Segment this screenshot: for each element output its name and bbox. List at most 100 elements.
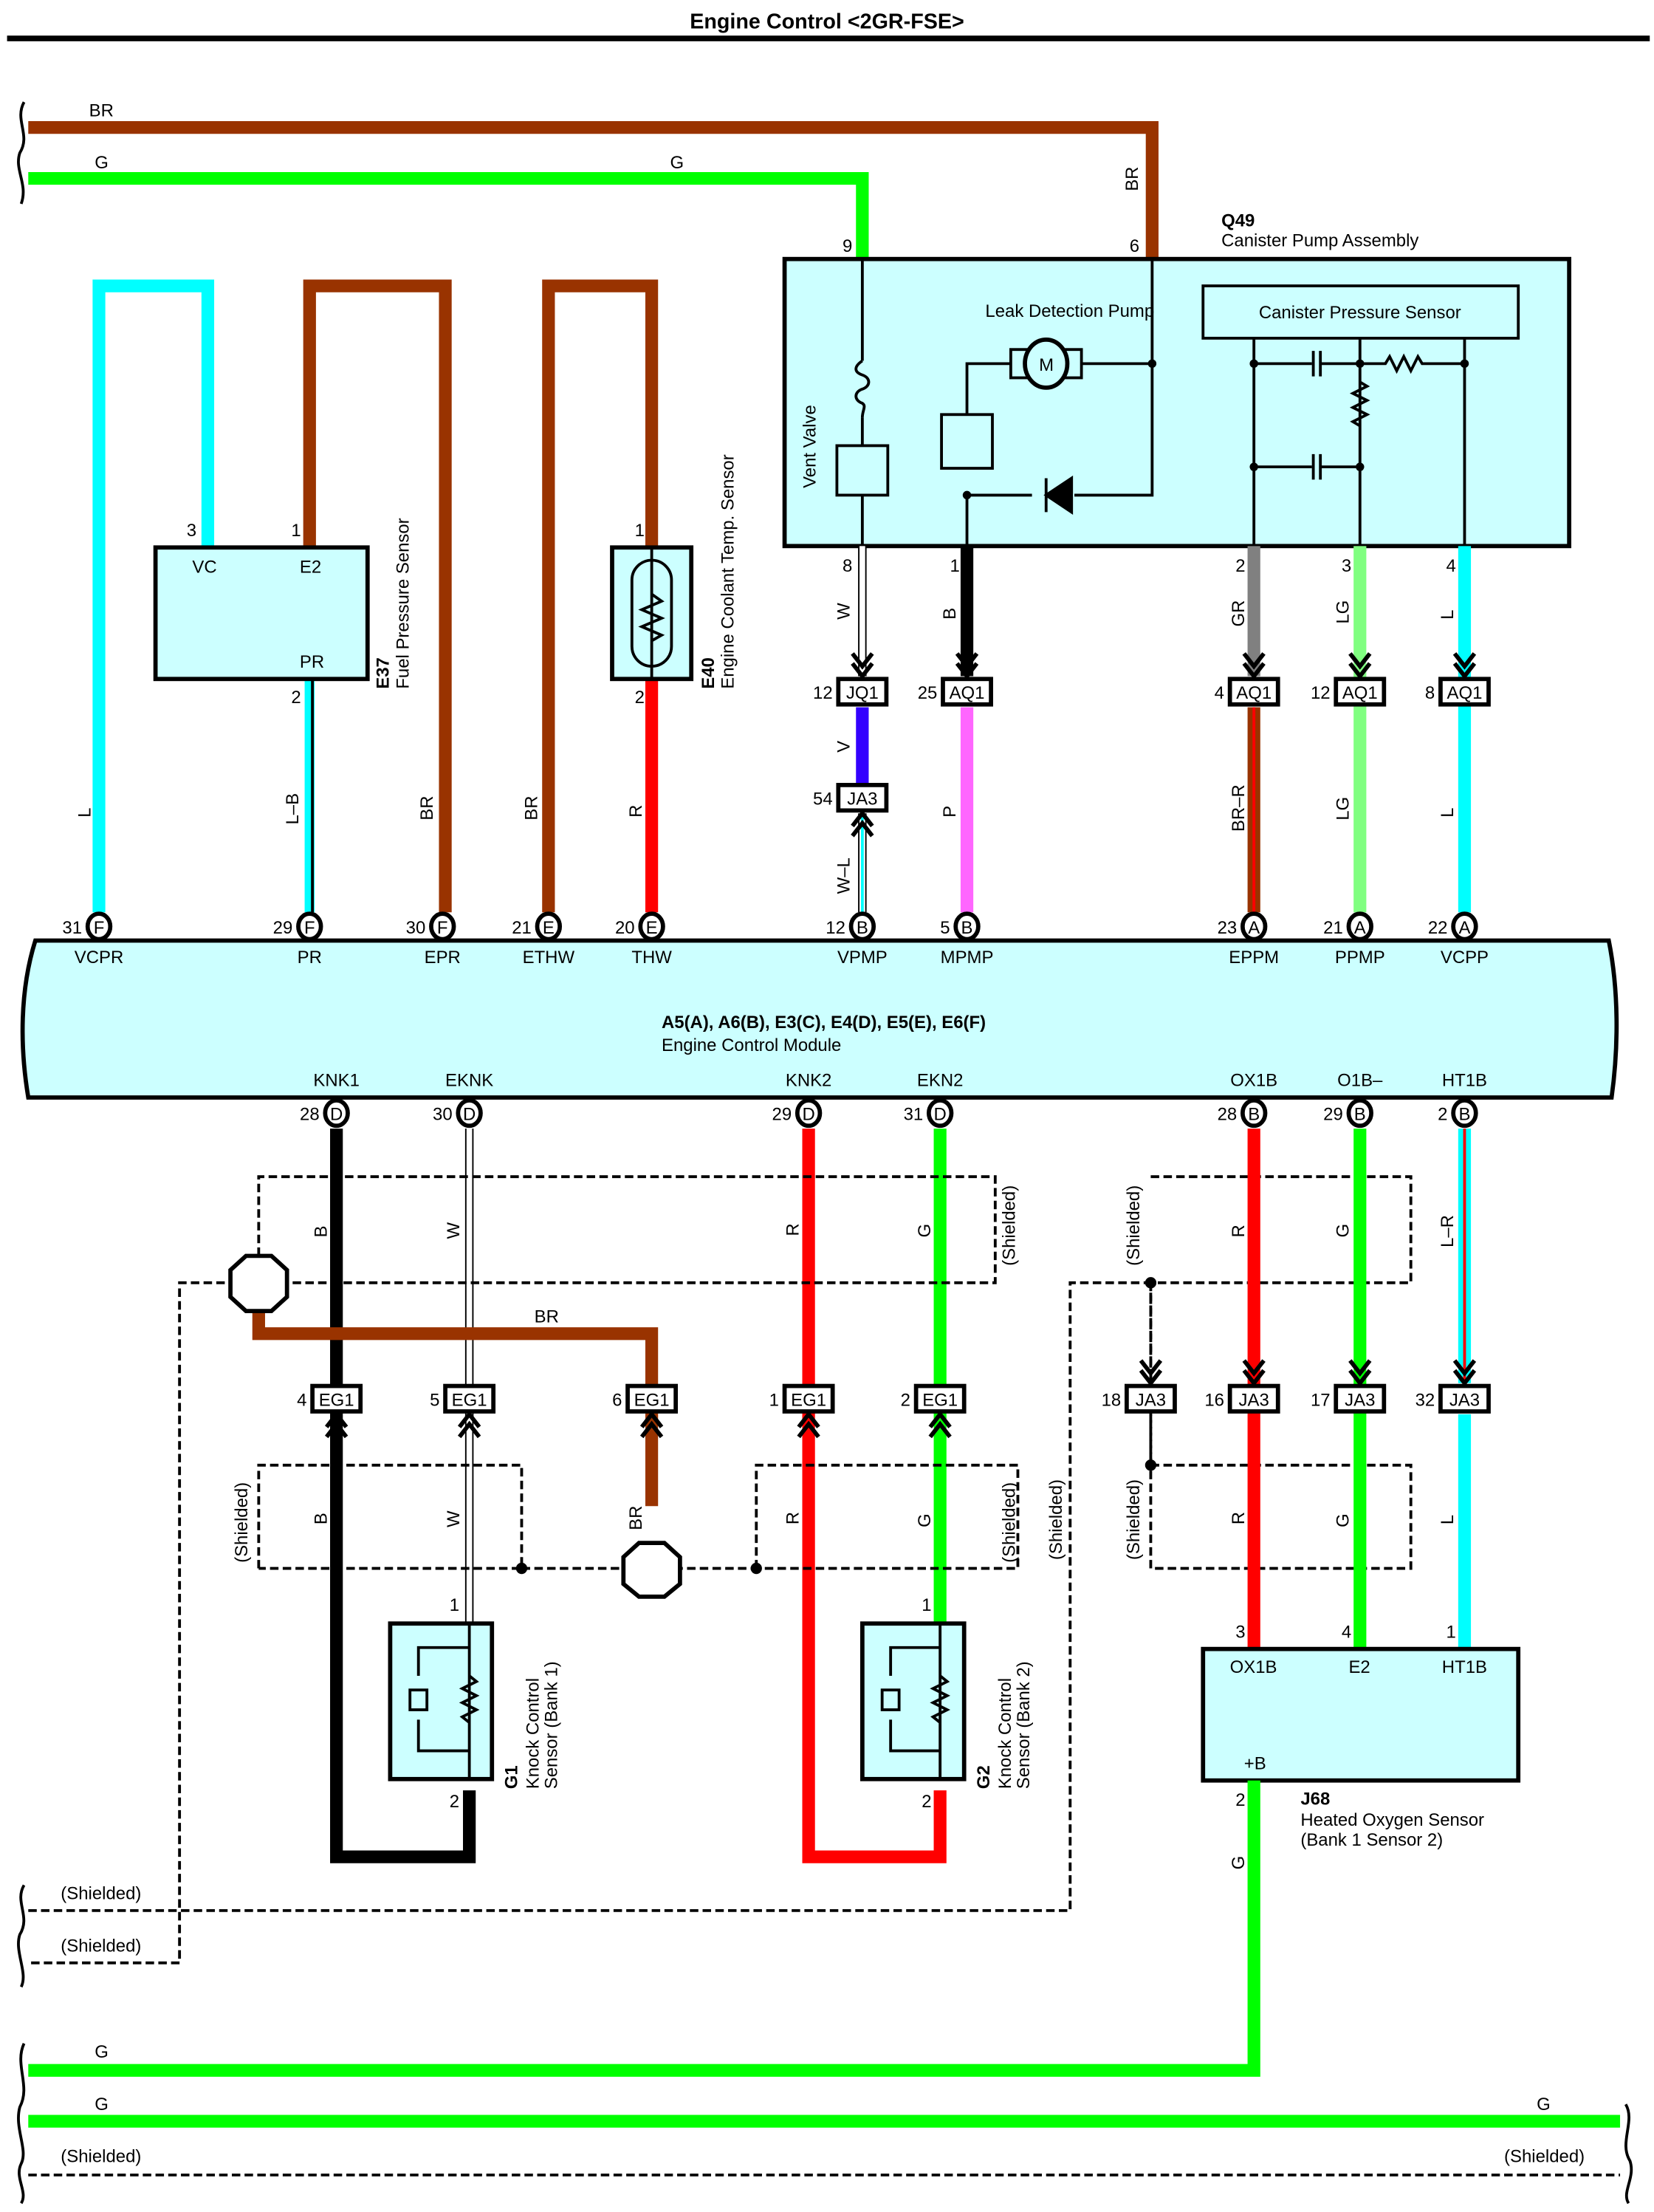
wire-pr	[304, 679, 315, 913]
svg-text:21: 21	[1323, 918, 1343, 938]
svg-text:EG1: EG1	[319, 1390, 354, 1410]
svg-text:EG1: EG1	[634, 1390, 670, 1410]
svg-text:D: D	[802, 1105, 814, 1125]
svg-text:1: 1	[922, 1595, 931, 1615]
thermistor-icon	[638, 547, 665, 679]
resistor-icon	[1349, 353, 1465, 428]
svg-text:R: R	[1229, 1225, 1249, 1237]
svg-text:A: A	[1354, 918, 1366, 938]
svg-text:4: 4	[1447, 556, 1456, 576]
shield-ground-icon	[621, 1541, 682, 1599]
ox-wire-labels: R G L–R R G L	[1229, 1215, 1458, 1527]
shield-dashed	[28, 1175, 1413, 1912]
svg-text:JQ1: JQ1	[846, 683, 879, 703]
svg-text:6: 6	[1130, 236, 1139, 256]
svg-text:HT1B: HT1B	[1442, 1071, 1487, 1091]
svg-text:3: 3	[1235, 1622, 1245, 1642]
svg-text:12: 12	[826, 918, 845, 938]
ecm-engine-control-module: A5(A), A6(B), E3(C), E4(D), E5(E), E6(F)…	[20, 938, 1619, 1100]
solenoid-icon	[835, 444, 890, 497]
wavy-break-icon	[17, 1884, 1633, 2205]
connector-arrow-icon	[1242, 652, 1266, 680]
svg-text:31: 31	[62, 918, 82, 938]
relay-icon	[940, 413, 994, 470]
svg-text:12: 12	[813, 683, 833, 703]
junction-connector: JQ1 12	[813, 652, 889, 707]
connector-arrow-icon	[797, 1411, 820, 1439]
svg-text:D: D	[463, 1105, 476, 1125]
svg-text:Vent Valve: Vent Valve	[800, 405, 820, 488]
svg-text:BR–R: BR–R	[1229, 784, 1249, 832]
svg-text:(Shielded): (Shielded)	[1046, 1479, 1066, 1560]
connector-arrow-icon	[1348, 1359, 1372, 1387]
svg-text:6: 6	[612, 1390, 622, 1410]
svg-text:4: 4	[1342, 1622, 1351, 1642]
svg-text:JA3: JA3	[1239, 1390, 1269, 1410]
svg-text:+B: +B	[1244, 1753, 1266, 1773]
svg-text:28: 28	[300, 1105, 320, 1125]
svg-text:L–B: L–B	[283, 793, 303, 825]
svg-text:B: B	[311, 1226, 331, 1238]
svg-text:31: 31	[904, 1105, 924, 1125]
q49-canister-pump-assembly: Q49 Canister Pump Assembly 9 6 Vent Valv…	[782, 211, 1571, 549]
svg-text:OX1B: OX1B	[1230, 1071, 1277, 1091]
svg-text:Sensor (Bank 1): Sensor (Bank 1)	[541, 1661, 561, 1789]
svg-text:G: G	[1333, 1224, 1353, 1238]
svg-text:G: G	[1333, 1513, 1353, 1527]
svg-text:B: B	[961, 918, 973, 938]
knock-wire-labels: B W R G BR B W BR R G (Shielded) (Shield…	[232, 1185, 1144, 1563]
svg-text:EKNK: EKNK	[445, 1071, 493, 1091]
shield-ground-icon	[228, 1253, 289, 1313]
svg-text:F: F	[437, 918, 448, 938]
svg-text:J68: J68	[1300, 1789, 1330, 1809]
svg-text:G1: G1	[502, 1765, 522, 1789]
wavy-break-icon	[17, 101, 26, 205]
svg-text:Q49: Q49	[1221, 211, 1255, 231]
svg-text:21: 21	[512, 918, 532, 938]
svg-text:Knock Control: Knock Control	[995, 1678, 1015, 1789]
connector-arrow-icon	[457, 1411, 481, 1439]
svg-text:KNK1: KNK1	[313, 1071, 359, 1091]
svg-text:BR: BR	[1122, 167, 1142, 191]
shield-dashed	[28, 1175, 997, 1965]
svg-text:Heated Oxygen Sensor: Heated Oxygen Sensor	[1300, 1810, 1484, 1830]
svg-text:EKN2: EKN2	[917, 1071, 964, 1091]
svg-text:G2: G2	[974, 1765, 994, 1789]
junction-connector: EG1 6	[612, 1383, 679, 1439]
svg-text:E: E	[543, 918, 555, 938]
svg-text:G: G	[670, 153, 684, 173]
svg-text:E: E	[646, 918, 658, 938]
svg-text:VPMP: VPMP	[837, 948, 888, 968]
svg-text:12: 12	[1311, 683, 1331, 703]
svg-text:25: 25	[918, 683, 938, 703]
svg-text:(Shielded): (Shielded)	[1000, 1482, 1020, 1563]
svg-text:32: 32	[1415, 1390, 1435, 1410]
zener-diode-icon	[1043, 475, 1074, 515]
svg-text:(Shielded): (Shielded)	[61, 1936, 141, 1956]
svg-text:9: 9	[843, 236, 852, 256]
svg-text:2: 2	[1235, 556, 1245, 576]
e40-coolant-temp-sensor: 1 2 E40 Engine Coolant Temp. Sensor	[610, 454, 738, 708]
diagram-title: Engine Control <2GR-FSE>	[690, 10, 964, 34]
svg-text:E40: E40	[699, 657, 718, 689]
svg-text:30: 30	[406, 918, 426, 938]
svg-text:1: 1	[635, 521, 645, 541]
